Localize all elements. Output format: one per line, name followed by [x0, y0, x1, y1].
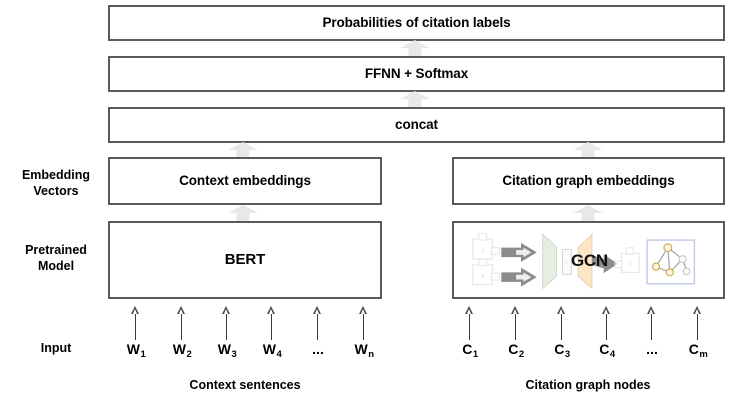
- input-arrow-wn: [358, 306, 369, 340]
- citation-graph-embeddings-box: Citation graph embeddings: [452, 157, 725, 205]
- input-token-c2: C2: [508, 341, 525, 360]
- context-embeddings-label: Context embeddings: [179, 172, 311, 188]
- row-label-pretrained-model: Pretrained Model: [25, 243, 87, 273]
- caption-citation-graph-nodes: Citation graph nodes: [525, 378, 651, 392]
- row-label-input: Input: [40, 341, 72, 355]
- svg-text:A: A: [479, 248, 485, 255]
- input-arrow-c3: [556, 306, 567, 340]
- output-probabilities-label: Probabilities of citation labels: [322, 14, 511, 30]
- input-token-w4: W4: [262, 341, 282, 360]
- arrow-concat-to-ffnn: [400, 91, 430, 108]
- input-arrow-w4: [266, 306, 277, 340]
- svg-text:L: L: [627, 261, 632, 268]
- input-arrow-w2: [176, 306, 187, 340]
- input-token-cm: Cm: [688, 341, 708, 360]
- gcn-label: GCN: [571, 251, 608, 270]
- output-probabilities-box: Probabilities of citation labels: [108, 5, 725, 41]
- input-arrow-c2: [510, 306, 521, 340]
- ffnn-softmax-label: FFNN + Softmax: [364, 65, 469, 81]
- concat-box: concat: [108, 107, 725, 143]
- arrow-gcn-to-graph-embeddings: [573, 205, 603, 222]
- svg-text:X: X: [479, 273, 485, 280]
- input-token-wn: Wn: [354, 341, 375, 360]
- input-token-c4: C4: [599, 341, 616, 360]
- bert-label: BERT: [224, 250, 266, 268]
- input-token-w1: W1: [126, 341, 146, 360]
- input-arrow-w1: [130, 306, 141, 340]
- input-arrow-c1: [464, 306, 475, 340]
- input-token-c1: C1: [462, 341, 479, 360]
- input-arrow-w3: [221, 306, 232, 340]
- input-token-w-ellipsis: ...: [312, 341, 324, 357]
- context-embeddings-box: Context embeddings: [108, 157, 382, 205]
- input-arrow-wdots: [312, 306, 323, 340]
- input-token-c-ellipsis: ...: [646, 341, 658, 357]
- row-label-embedding-vectors: Embedding Vectors: [21, 168, 91, 198]
- caption-context-sentences: Context sentences: [189, 378, 301, 392]
- input-arrow-c4: [601, 306, 612, 340]
- concat-label: concat: [395, 116, 438, 132]
- input-token-w3: W3: [217, 341, 237, 360]
- gcn-box: A X z: [452, 221, 725, 299]
- arrow-ffnn-to-output: [400, 40, 430, 57]
- gcn-illustration: A X z: [472, 232, 696, 290]
- input-arrow-cdots: [646, 306, 657, 340]
- citation-graph-embeddings-label: Citation graph embeddings: [502, 172, 675, 188]
- input-arrow-cm: [692, 306, 703, 340]
- bert-box: BERT: [108, 221, 382, 299]
- input-token-c3: C3: [554, 341, 571, 360]
- svg-text:z: z: [565, 261, 569, 267]
- ffnn-softmax-box: FFNN + Softmax: [108, 56, 725, 92]
- input-token-w2: W2: [172, 341, 192, 360]
- arrow-bert-to-context-embeddings: [228, 205, 258, 222]
